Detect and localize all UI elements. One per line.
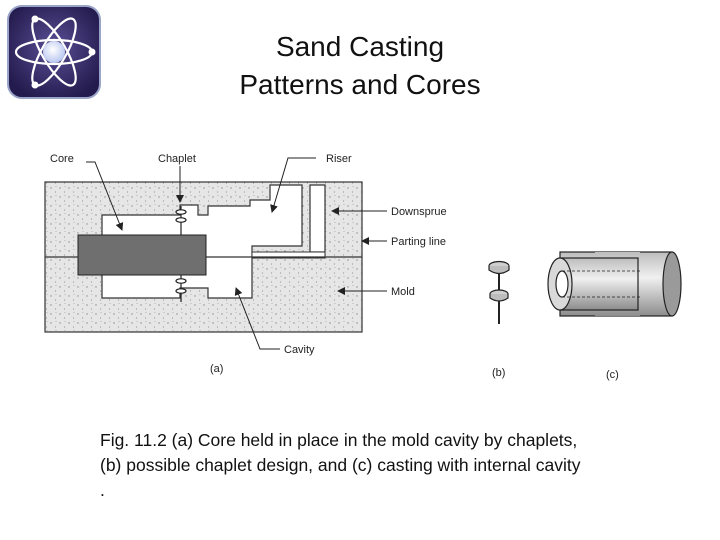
title-line-1: Sand Casting xyxy=(275,31,445,62)
caption-line-3: . xyxy=(100,480,105,500)
figure-caption: Fig. 11.2 (a) Core held in place in the … xyxy=(100,428,660,503)
atom-logo-icon xyxy=(7,5,101,99)
title-line-2: Patterns and Cores xyxy=(239,69,481,100)
panel-label-a: (a) xyxy=(210,363,223,375)
label-chaplet: Chaplet xyxy=(158,153,196,165)
panel-label-b: (b) xyxy=(492,367,505,379)
label-cavity: Cavity xyxy=(284,344,315,356)
downsprue-channel xyxy=(309,184,326,253)
chaplet-design xyxy=(488,260,510,324)
core-block xyxy=(77,234,207,276)
hollow-casting xyxy=(547,251,682,317)
panel-label-c: (c) xyxy=(606,369,619,381)
label-parting-line: Parting line xyxy=(391,236,446,248)
caption-line-1: Fig. 11.2 (a) Core held in place in the … xyxy=(100,430,578,450)
label-downsprue: Downsprue xyxy=(391,206,447,218)
label-riser: Riser xyxy=(326,153,352,165)
chaplet-bottom xyxy=(175,275,187,302)
mold-assembly xyxy=(44,181,363,333)
sand-casting-core-diagram: Core Chaplet Riser Downsprue Parting lin… xyxy=(44,153,682,381)
caption-line-2: (b) possible chaplet design, and (c) cas… xyxy=(100,455,581,475)
label-core: Core xyxy=(50,153,74,165)
chaplet-top xyxy=(175,206,187,235)
slide-title: Sand Casting Patterns and Cores xyxy=(180,28,540,104)
label-mold: Mold xyxy=(391,286,415,298)
